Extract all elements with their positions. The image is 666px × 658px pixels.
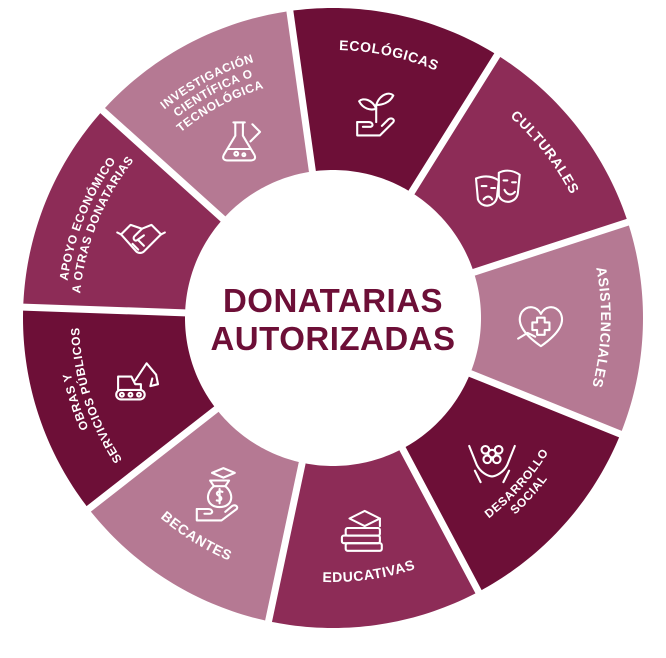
segment-becantes	[90, 411, 300, 621]
hand-money-bag-icon	[195, 467, 239, 522]
center-hub	[187, 172, 479, 464]
segment-apoyo	[23, 113, 222, 311]
plant-in-hand-icon	[356, 92, 395, 137]
center-title-line-2: AUTORIZADAS	[210, 320, 455, 357]
books-graduation-cap-icon	[340, 509, 383, 552]
segment-asistenciales	[471, 225, 643, 431]
segment-desarrollo-social	[404, 375, 620, 591]
lab-flask-icon	[222, 121, 262, 162]
wheel-icons	[115, 92, 564, 552]
theater-masks-icon	[474, 169, 521, 207]
wheel-segments	[23, 8, 643, 628]
hands-flower-icon	[468, 444, 516, 484]
handshake-icon	[116, 223, 166, 254]
heart-medical-cross-icon	[517, 306, 564, 348]
segment-obras	[23, 310, 215, 507]
segment-culturales	[413, 56, 627, 270]
center-title-line-1: DONATARIAS	[223, 282, 443, 319]
segment-investigacion	[104, 11, 310, 218]
segment-ecologicas	[293, 8, 495, 192]
segment-educativas	[271, 449, 476, 628]
excavator-icon	[115, 362, 160, 401]
